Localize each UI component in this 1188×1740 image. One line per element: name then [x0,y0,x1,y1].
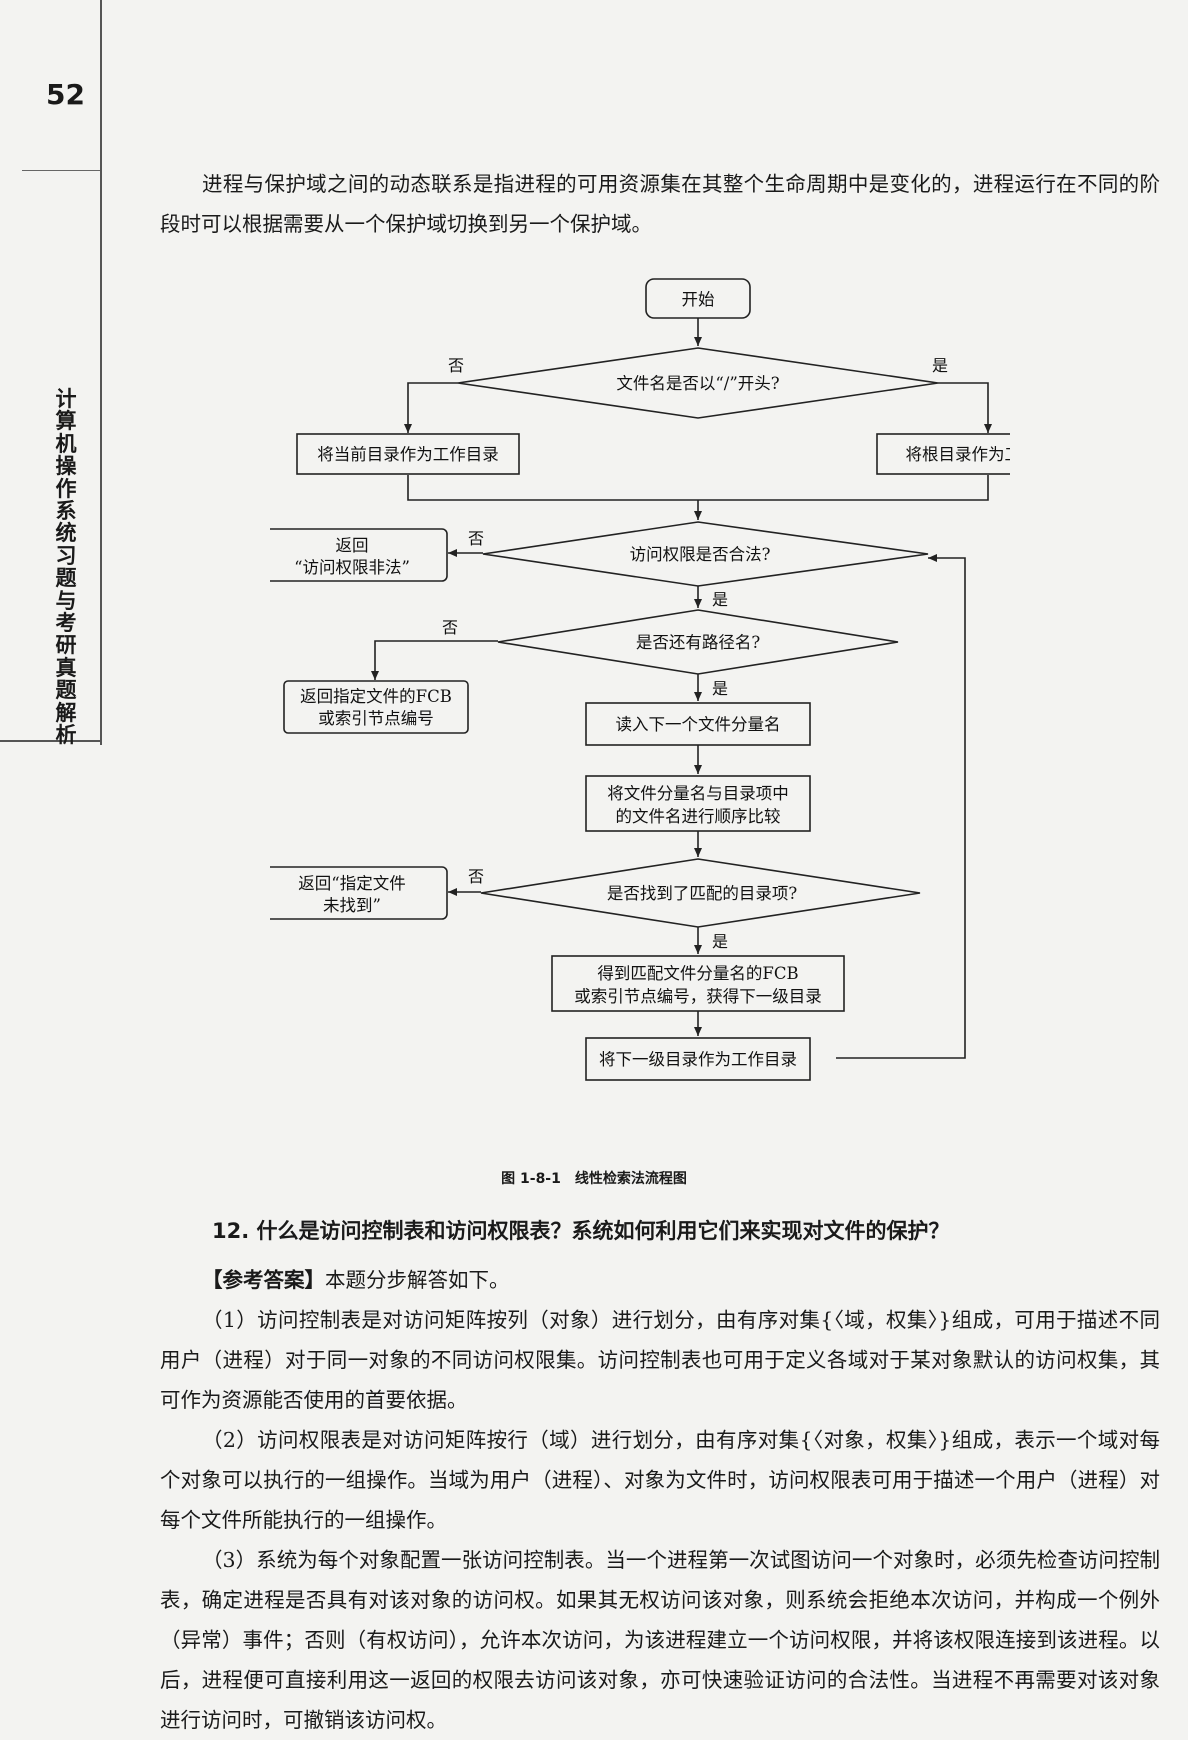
book-title-vertical: 计算机操作系统习题与考研真题解析 [55,387,77,748]
answer-paragraph-3: （3）系统为每个对象配置一张访问控制表。当一个进程第一次试图访问一个对象时，必须… [160,1548,1160,1732]
start-label: 开始 [682,290,715,309]
start-node [645,278,751,319]
answer-label: 【参考答案】 [202,1268,325,1292]
decision-more-path-label: 是否还有路径名? [636,633,761,652]
box-get-fcb-line1: 得到匹配文件分量名的FCB [597,964,798,983]
d3-yes-label: 是 [712,679,728,698]
return-fcb-line2: 或索引节点编号 [318,709,434,728]
return-access-illegal-line2: “访问权限非法” [294,558,410,577]
d2-no-label: 否 [468,529,484,548]
side-border [100,0,102,745]
box-next-dir [585,1037,811,1081]
return-not-found [270,866,448,920]
answer-paragraph-2: （2）访问权限表是对访问矩阵按行（域）进行划分，由有序对集{〈对象，权集〉}组成… [160,1428,1160,1532]
box-root-dir [876,433,1010,475]
flowchart: 开始 文件名是否以“/”开头? 否 是 将当前目录作为工作目录 将根目录作为工作… [270,278,1011,1081]
decision-access-valid [482,521,929,587]
d3-no-label: 否 [442,618,458,637]
answer-lead-line: 【参考答案】本题分步解答如下。 [160,1260,1160,1300]
box-get-fcb-line2: 或索引节点编号，获得下一级目录 [574,987,822,1006]
box-next-dir-label: 将下一级目录作为工作目录 [599,1050,797,1069]
box-root-dir-label: 将根目录作为工作目录 [906,445,1011,464]
decision-match-found-label: 是否找到了匹配的目录项? [607,884,798,903]
d1-yes-label: 是 [932,356,948,375]
intro-paragraph: 进程与保护域之间的动态联系是指进程的可用资源集在其整个生命周期中是变化的，进程运… [160,172,1160,236]
decision-more-path [497,609,899,675]
page-number-divider [22,170,100,171]
box-compare-line1: 将文件分量名与目录项中 [607,784,789,803]
return-not-found-line1: 返回“指定文件 [298,874,405,893]
box-compare [585,775,811,832]
return-access-illegal-line1: 返回 [336,536,369,555]
box-compare-line2: 的文件名进行顺序比较 [616,807,781,826]
decision-leading-slash-label: 文件名是否以“/”开头? [616,374,779,393]
d2-yes-label: 是 [712,590,728,609]
decision-access-valid-label: 访问权限是否合法? [630,545,771,564]
side-border-bottom [0,740,102,742]
question-heading: 12. 什么是访问控制表和访问权限表？系统如何利用它们来实现对文件的保护？ [212,1219,950,1243]
d4-no-label: 否 [468,867,484,886]
figure-caption: 图 1-8-1 线性检索法流程图 [501,1171,687,1187]
page-number: 52 [46,78,85,111]
box-get-fcb [551,955,845,1012]
decision-match-found [480,858,921,928]
d4-yes-label: 是 [712,932,728,951]
answer-paragraph-1: （1）访问控制表是对访问矩阵按列（对象）进行划分，由有序对集{〈域，权集〉}组成… [160,1308,1160,1412]
box-read-component [585,702,811,746]
box-current-dir-label: 将当前目录作为工作目录 [317,445,499,464]
answer-lead: 本题分步解答如下。 [325,1268,510,1292]
decision-leading-slash [457,347,939,419]
return-access-illegal [270,528,448,582]
return-fcb-line1: 返回指定文件的FCB [300,687,452,706]
return-fcb [283,680,469,734]
return-not-found-line2: 未找到” [323,896,381,915]
box-read-component-label: 读入下一个文件分量名 [616,715,781,734]
box-current-dir [296,433,520,475]
answer-block: 【参考答案】本题分步解答如下。 （1）访问控制表是对访问矩阵按列（对象）进行划分… [160,1260,1160,1740]
d1-no-label: 否 [448,356,464,375]
